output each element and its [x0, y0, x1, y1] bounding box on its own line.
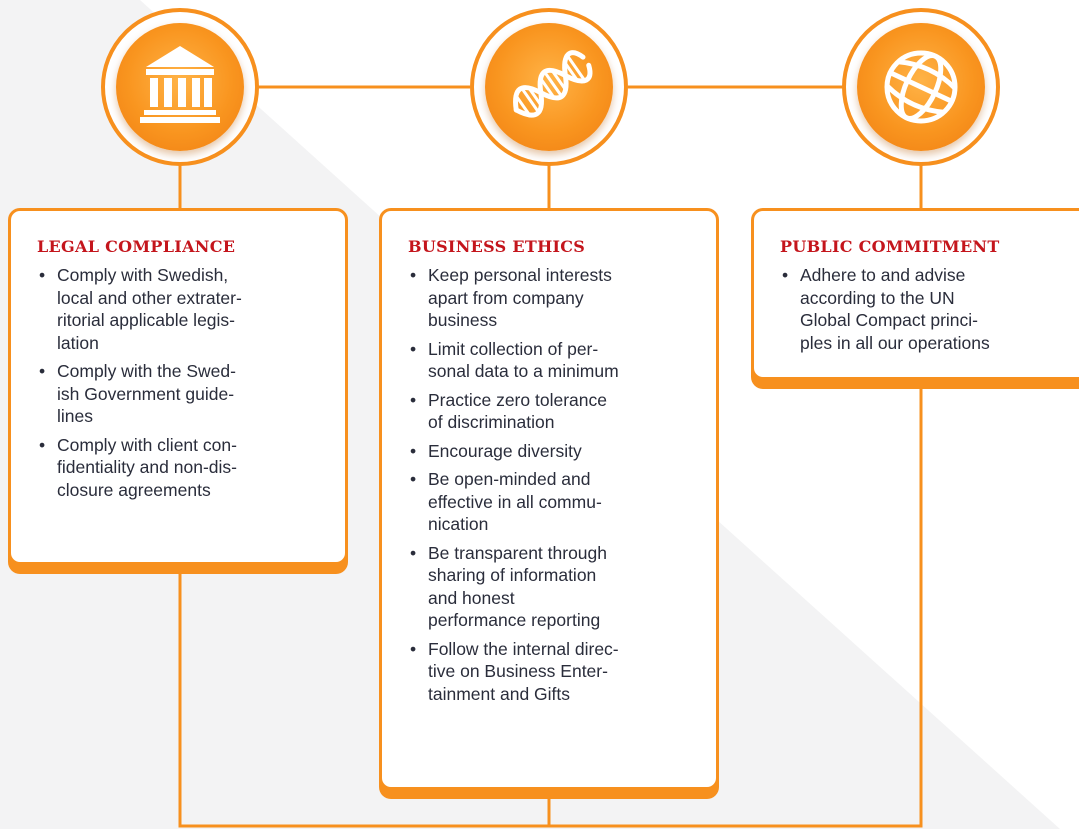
- globe-icon: [884, 50, 958, 124]
- list-item: Comply with Swedish, local and other ext…: [37, 264, 325, 354]
- public-commitment-title: PUBLIC COMMITMENT: [780, 237, 1000, 256]
- commitment-icon-circle: [842, 8, 1000, 166]
- list-item: Comply with client con- fidentiality and…: [37, 434, 325, 502]
- list-item: Keep personal interests apart from compa…: [408, 264, 696, 332]
- list-item: Follow the internal direc- tive on Busin…: [408, 638, 696, 706]
- legal-compliance-list: Comply with Swedish, local and other ext…: [37, 264, 325, 501]
- public-commitment-list: Adhere to and advise according to the UN…: [780, 264, 1071, 354]
- business-ethics-title: BUSINESS ETHICS: [408, 237, 586, 256]
- list-item: Practice zero tolerance of discriminatio…: [408, 389, 696, 434]
- list-item: Limit collection of per- sonal data to a…: [408, 338, 696, 383]
- list-item: Encourage diversity: [408, 440, 696, 463]
- legal-compliance-title: LEGAL COMPLIANCE: [37, 237, 236, 256]
- legal-compliance-card: LEGAL COMPLIANCE Comply with Swedish, lo…: [8, 208, 348, 565]
- dna-icon: [513, 50, 593, 118]
- courthouse-icon: [140, 46, 220, 123]
- business-ethics-list: Keep personal interests apart from compa…: [408, 264, 696, 705]
- legal-icon-circle: [101, 8, 259, 166]
- list-item: Comply with the Swed- ish Government gui…: [37, 360, 325, 428]
- list-item: Be open-minded and effective in all comm…: [408, 468, 696, 536]
- public-commitment-card: PUBLIC COMMITMENT Adhere to and advise a…: [751, 208, 1079, 380]
- ethics-icon-circle: [470, 8, 628, 166]
- business-ethics-card: BUSINESS ETHICS Keep personal interests …: [379, 208, 719, 790]
- list-item: Be transparent through sharing of inform…: [408, 542, 696, 632]
- list-item: Adhere to and advise according to the UN…: [780, 264, 1071, 354]
